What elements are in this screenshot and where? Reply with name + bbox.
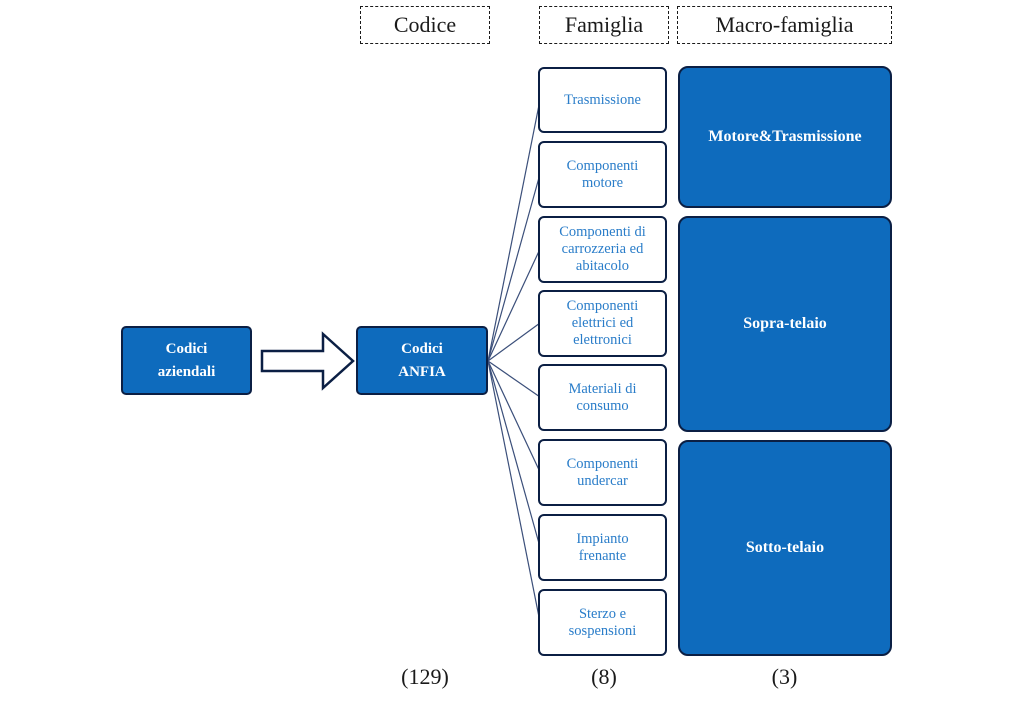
macro-box-motore-trasmissione: Motore&Trasmissione bbox=[678, 66, 892, 208]
macro-box-sopra-telaio: Sopra-telaio bbox=[678, 216, 892, 432]
family-box-impianto-frenante: Impianto frenante bbox=[538, 514, 667, 581]
header-macro-famiglia: Macro-famiglia bbox=[677, 6, 892, 44]
family-box-carrozzeria-abitacolo: Componenti di carrozzeria ed abitacolo bbox=[538, 216, 667, 283]
connector-line-3 bbox=[487, 248, 541, 362]
family-box-materiali-consumo: Materiali di consumo bbox=[538, 364, 667, 431]
count-codice: (129) bbox=[401, 664, 449, 689]
hollow-arrow-icon bbox=[260, 331, 355, 391]
header-famiglia: Famiglia bbox=[539, 6, 669, 44]
family-box-sterzo-sospensioni: Sterzo e sospensioni bbox=[538, 589, 667, 656]
count-famiglia: (8) bbox=[591, 664, 617, 689]
family-box-elettrici-elettronici: Componenti elettrici ed elettronici bbox=[538, 290, 667, 357]
header-codice: Codice bbox=[360, 6, 490, 44]
connector-line-6 bbox=[487, 360, 541, 473]
connector-line-5 bbox=[487, 360, 541, 398]
node-codici-aziendali: Codici aziendali bbox=[121, 326, 252, 395]
connector-line-2 bbox=[487, 173, 541, 362]
family-box-componenti-motore: Componenti motore bbox=[538, 141, 667, 208]
family-box-componenti-undercar: Componenti undercar bbox=[538, 439, 667, 506]
family-box-trasmissione: Trasmissione bbox=[538, 67, 667, 133]
node-codici-anfia: Codici ANFIA bbox=[356, 326, 488, 395]
count-macro-famiglia: (3) bbox=[771, 664, 798, 689]
fan-lines bbox=[487, 99, 541, 623]
connector-line-7 bbox=[487, 360, 541, 548]
connector-line-8 bbox=[487, 360, 541, 623]
connector-line-1 bbox=[487, 99, 541, 362]
connector-line-4 bbox=[487, 322, 541, 362]
macro-box-sotto-telaio: Sotto-telaio bbox=[678, 440, 892, 656]
